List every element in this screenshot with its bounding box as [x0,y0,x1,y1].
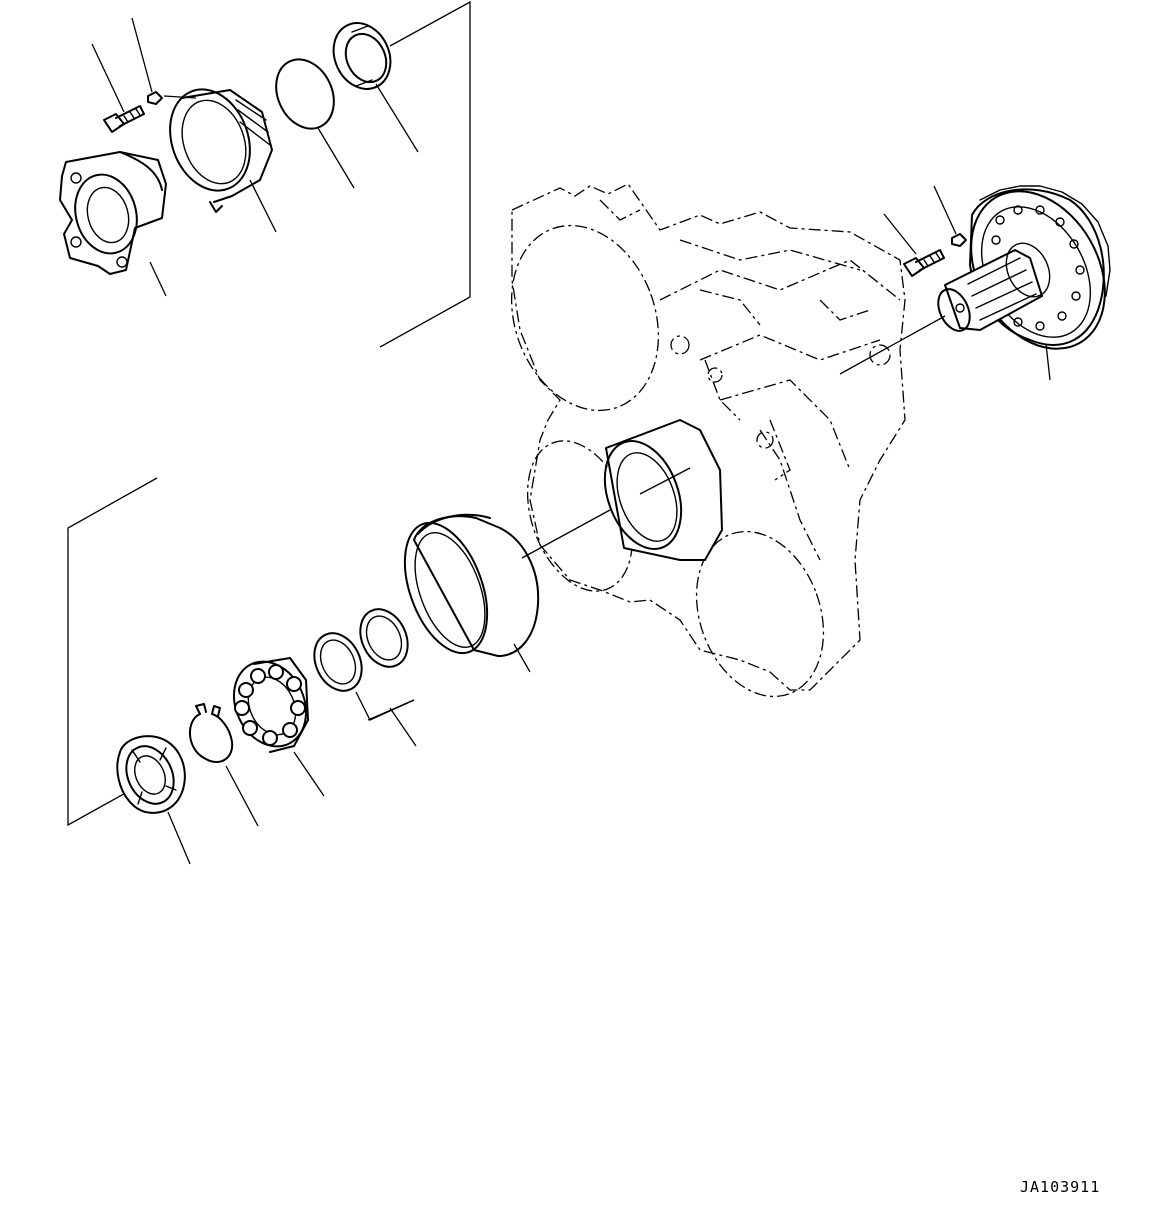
oil-seal-upper [332,22,392,90]
ball-bearing [233,657,309,753]
upper-leaders [91,17,419,297]
output-flange [59,151,167,275]
lock-nut [116,735,186,814]
right-washer [951,233,967,247]
seal-carrier [169,88,273,213]
o-ring [275,58,335,130]
right-bolt [903,249,945,277]
upper-bolt [103,105,145,133]
lower-leaders [167,509,611,865]
snap-ring [189,703,234,763]
right-leaders [839,185,1051,381]
output-gear-shaft [937,185,1111,350]
transmission-case [510,183,906,698]
shim-a [359,608,409,668]
bearing-seat [603,419,723,561]
center-axis-line [639,467,691,495]
drawing-id-code: JA103911 [1020,1178,1101,1196]
bearing-sleeve [403,513,540,657]
lower-group-bracket [67,477,158,827]
shim-b [313,632,363,692]
upper-group-bracket [379,0,471,348]
upper-washer [147,91,163,105]
